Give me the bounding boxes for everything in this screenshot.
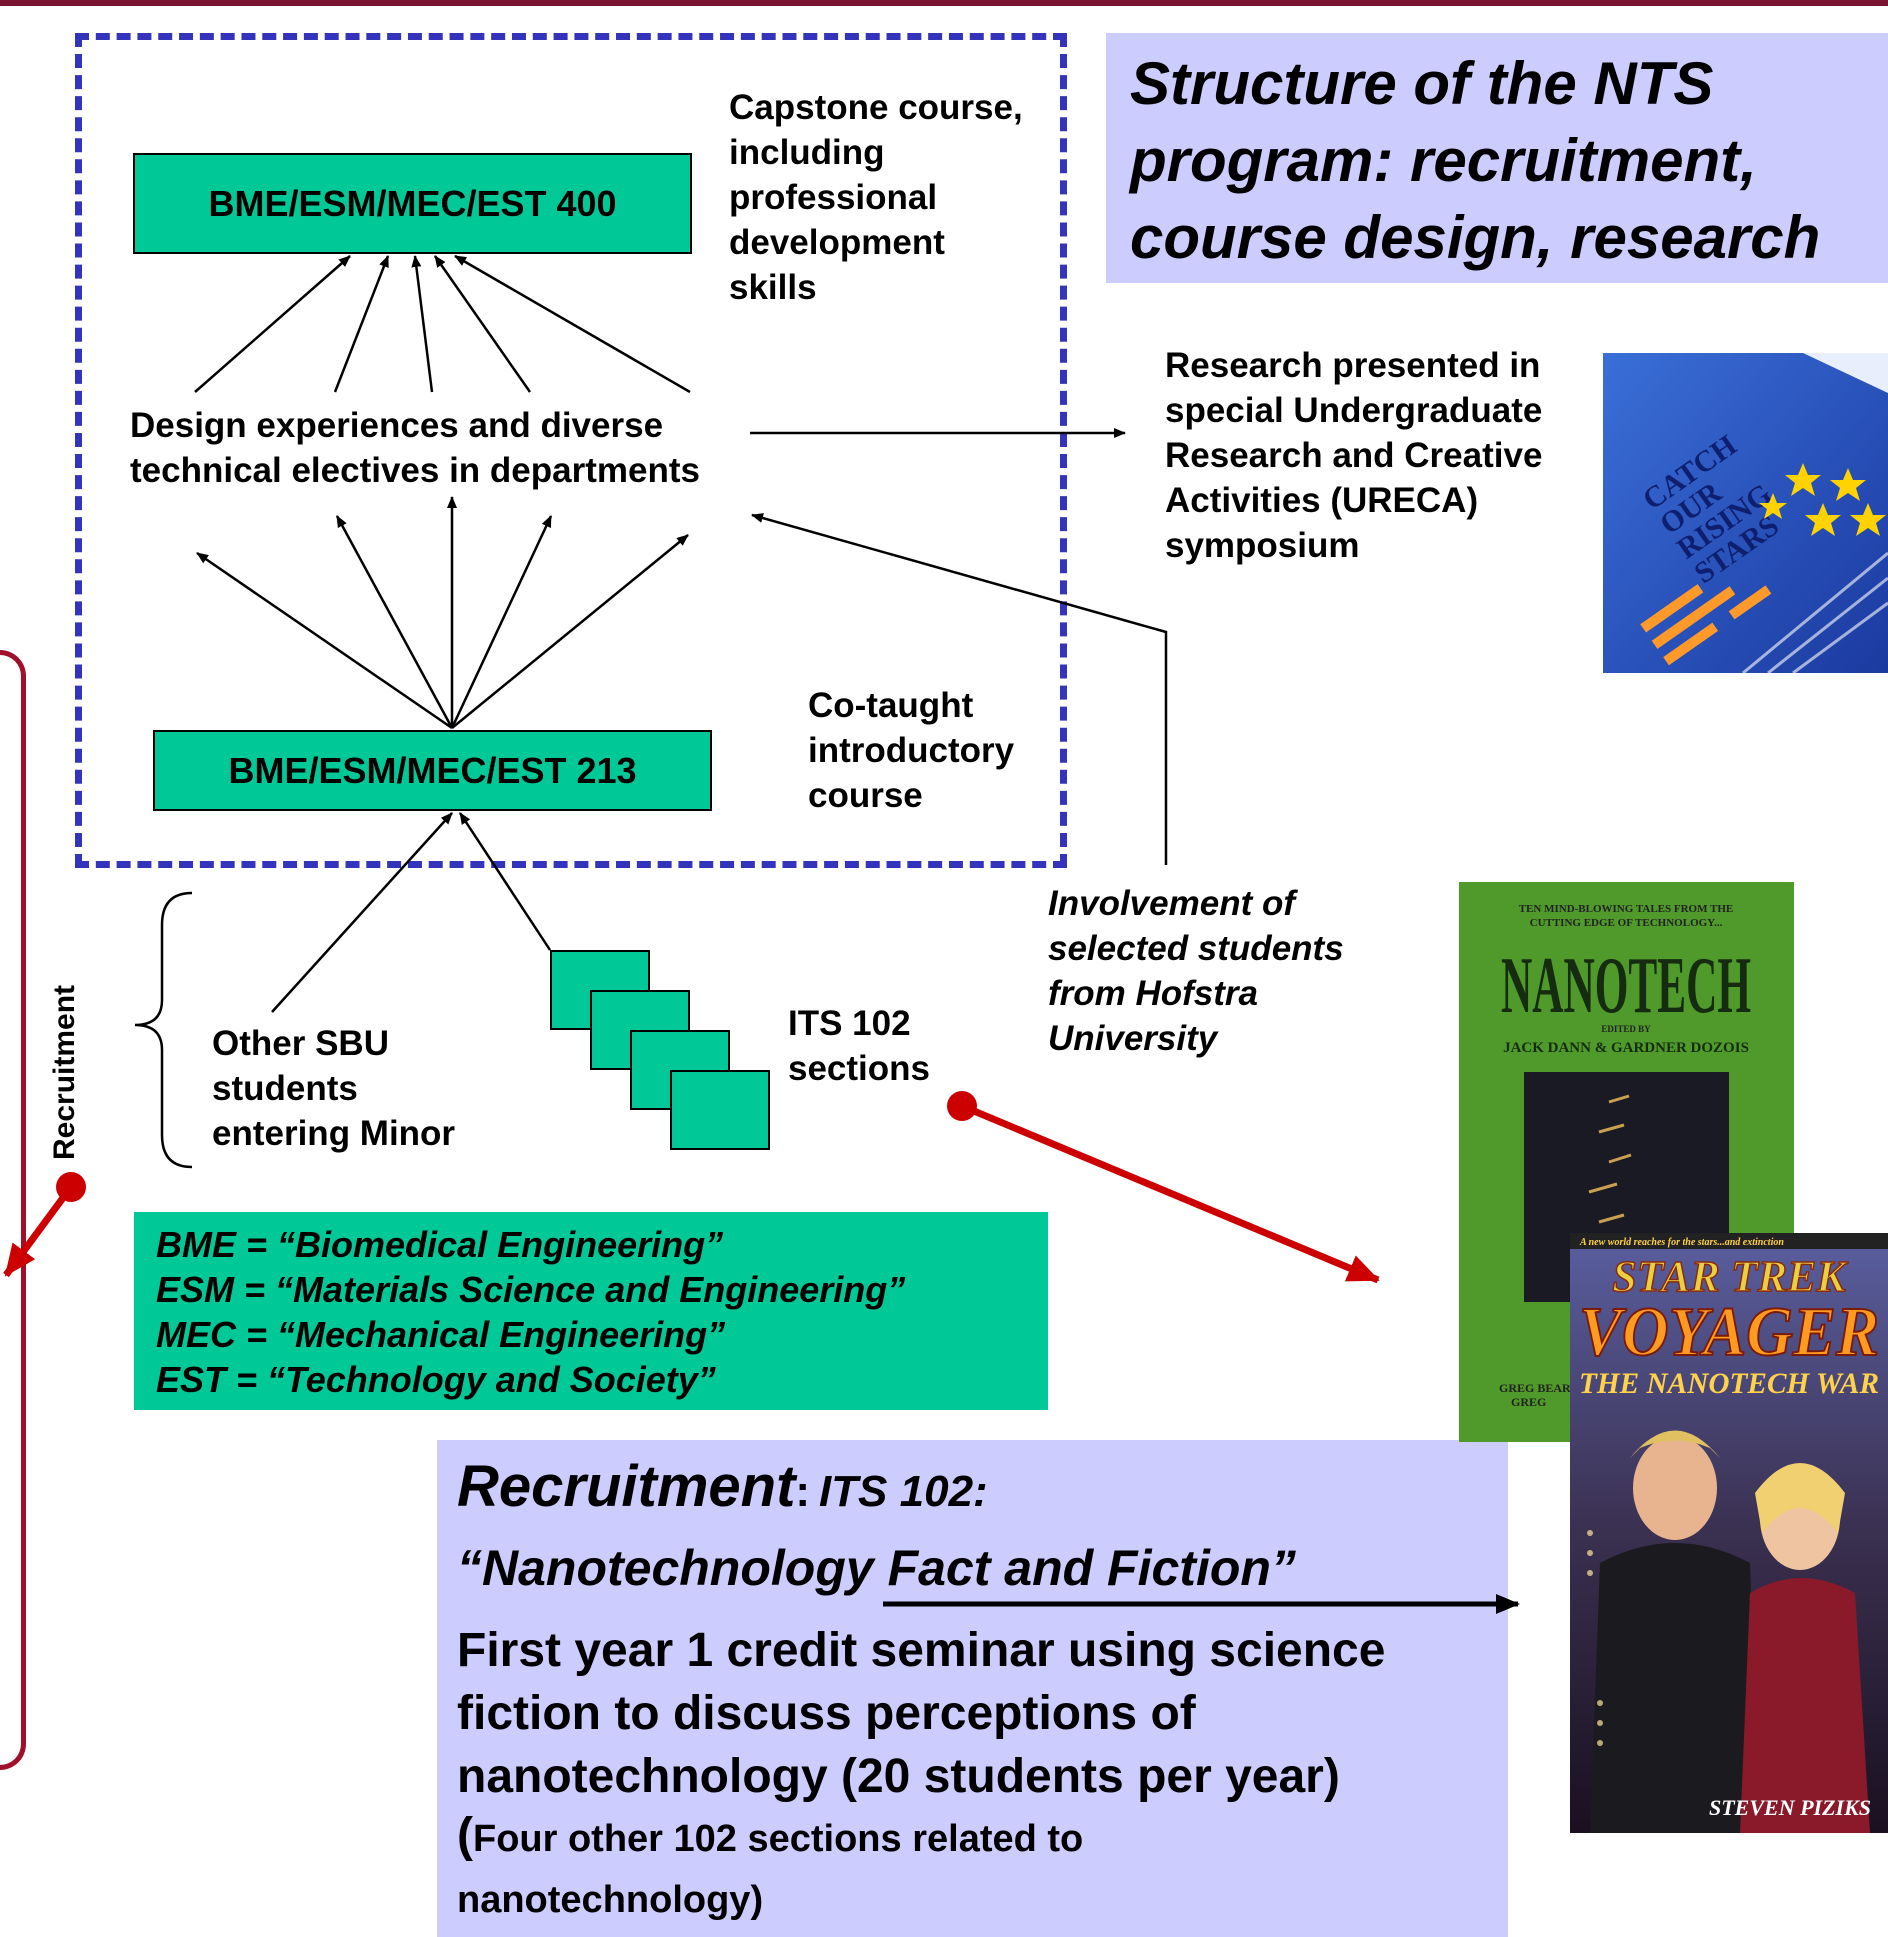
arrow-213-to-design	[196, 551, 453, 730]
recruitment-paren: (	[457, 1809, 473, 1862]
other-students-line: students	[212, 1069, 358, 1108]
capstone-line: professional	[729, 178, 938, 217]
recruitment-note-line: nanotechnology)	[457, 1879, 764, 1921]
red-pointer-recruitment	[3, 1172, 86, 1278]
hofstra-label: Involvement of selected students from Ho…	[1048, 881, 1344, 1061]
arrow-its102-to-213	[458, 812, 552, 951]
its102-section-box	[670, 1070, 770, 1150]
recruitment-course-title: “Nanotechnology Fact and Fiction”	[457, 1540, 1296, 1596]
title-line-2: program: recruitment,	[1130, 127, 1757, 194]
nanotech-title: NANOTECH	[1501, 942, 1751, 1030]
capstone-line: including	[729, 133, 885, 172]
red-pointer-its102	[947, 1091, 1380, 1284]
recruitment-body-line: fiction to discuss perceptions of	[457, 1687, 1196, 1740]
its102-line: ITS 102	[788, 1004, 911, 1043]
arrow-design-to-400	[333, 255, 390, 393]
abbreviation-legend: BME = “Biomedical Engineering” ESM = “Ma…	[134, 1212, 1048, 1410]
voyager-subtitle: THE NANOTECH WAR	[1579, 1367, 1879, 1400]
nanotech-tagline-1: TEN MIND-BLOWING TALES FROM THE	[1519, 903, 1734, 915]
arrow-other-students-to-213	[271, 812, 453, 1013]
capstone-line: development	[729, 223, 945, 262]
title-line-3: course design, research	[1130, 204, 1821, 271]
capstone-line: skills	[729, 268, 817, 307]
ureca-cover-art: CATCH OUR RISING STARS	[1603, 353, 1888, 673]
other-students-label: Other SBU students entering Minor	[212, 1021, 455, 1156]
nanotech-author-fragment: GREG	[1511, 1395, 1546, 1409]
arrow-design-to-400	[194, 255, 351, 393]
research-line: Research presented in	[1165, 346, 1541, 385]
arrow-design-to-400	[411, 255, 434, 393]
nanotech-author-fragment: GREG BEAR	[1499, 1381, 1571, 1395]
top-border	[0, 0, 1888, 6]
research-line: Activities (URECA)	[1165, 481, 1479, 520]
recruitment-body-line: First year 1 credit seminar using scienc…	[457, 1624, 1386, 1677]
research-line: Research and Creative	[1165, 436, 1543, 475]
nanotech-editors: JACK DANN & GARDNER DOZOIS	[1503, 1040, 1749, 1056]
course-213-box: BME/ESM/MEC/EST 213	[153, 730, 712, 811]
legend-entry: MEC = “Mechanical Engineering”	[156, 1314, 726, 1355]
arrow-213-to-design	[335, 515, 454, 729]
legend-entry: EST = “Technology and Society”	[156, 1359, 716, 1400]
capstone-label: Capstone course, including professional …	[729, 85, 1023, 310]
design-experiences-label: Design experiences and diverse technical…	[130, 403, 700, 493]
research-line: special Undergraduate	[1165, 391, 1543, 430]
other-students-line: entering Minor	[212, 1114, 456, 1153]
hofstra-line: from Hofstra	[1048, 974, 1259, 1013]
cotaught-line: course	[808, 776, 923, 815]
arrow-design-to-400	[454, 254, 691, 394]
cotaught-line: introductory	[808, 731, 1015, 770]
arrow-hofstra-to-design	[751, 513, 1168, 865]
voyager-series: STAR TREK	[1612, 1252, 1848, 1301]
recruitment-body-line: nanotechnology (20 students per year)	[457, 1750, 1340, 1803]
voyager-author: STEVEN PIZIKS	[1709, 1795, 1871, 1820]
design-line: technical electives in departments	[130, 451, 700, 490]
voyager-tagline: A new world reaches for the stars...and …	[1579, 1237, 1784, 1248]
recruitment-brace	[134, 891, 193, 1169]
title-line-1: Structure of the NTS	[1130, 50, 1714, 117]
program-core-dashed-box	[75, 33, 1067, 868]
other-students-line: Other SBU	[212, 1024, 389, 1063]
course-400-box: BME/ESM/MEC/EST 400	[133, 153, 692, 254]
recruitment-info-box: Recruitment: ITS 102: “Nanotechnology Fa…	[437, 1440, 1508, 1937]
hofstra-line: University	[1048, 1019, 1218, 1058]
voyager-cover-art: A new world reaches for the stars...and …	[1570, 1233, 1888, 1833]
capstone-line: Capstone course,	[729, 88, 1023, 127]
research-label: Research presented in special Undergradu…	[1165, 343, 1542, 568]
its102-line: sections	[788, 1049, 930, 1088]
legend-entry: ESM = “Materials Science and Engineering…	[156, 1269, 906, 1310]
arrow-213-to-design	[450, 515, 553, 729]
design-line: Design experiences and diverse	[130, 406, 664, 445]
cotaught-line: Co-taught	[808, 686, 974, 725]
recruitment-heading: Recruitment	[457, 1454, 796, 1519]
voyager-book-cover: A new world reaches for the stars...and …	[1570, 1233, 1888, 1833]
ureca-symposium-image: CATCH OUR RISING STARS	[1603, 353, 1888, 673]
hofstra-line: selected students	[1048, 929, 1344, 968]
nanotech-tagline-2: CUTTING EDGE OF TECHNOLOGY...	[1530, 917, 1723, 929]
slide-title: Structure of the NTS program: recruitmen…	[1106, 33, 1888, 283]
arrow-design-to-400	[433, 255, 532, 393]
research-line: symposium	[1165, 526, 1360, 565]
nanotech-edited-by: EDITED BY	[1601, 1024, 1651, 1034]
recruitment-colon: :	[795, 1467, 811, 1516]
arrow-213-to-design	[451, 534, 689, 729]
hofstra-line: Involvement of	[1048, 884, 1295, 923]
legend-entry: BME = “Biomedical Engineering”	[156, 1224, 724, 1265]
its102-label: ITS 102 sections	[788, 1001, 930, 1091]
recruitment-course: ITS 102:	[818, 1467, 988, 1516]
cotaught-label: Co-taught introductory course	[808, 683, 1014, 818]
recruitment-note-line: Four other 102 sections related to	[472, 1818, 1084, 1860]
voyager-title: VOYAGER	[1579, 1294, 1879, 1371]
